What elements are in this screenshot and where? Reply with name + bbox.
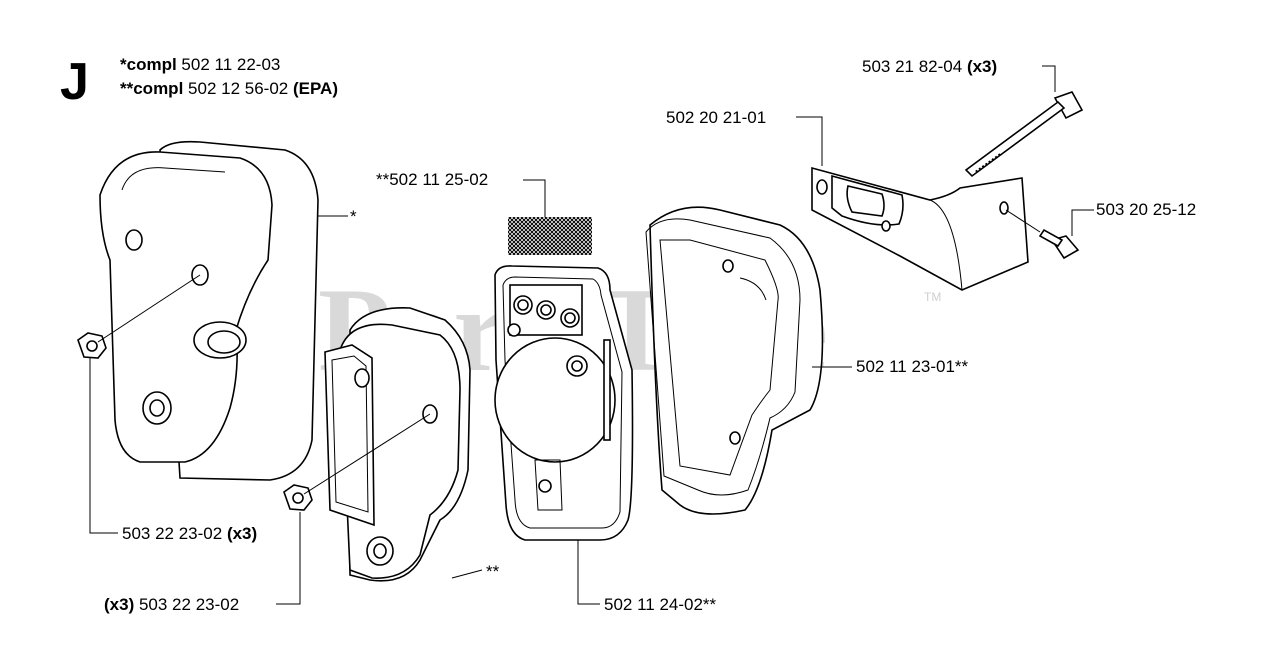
callout-bolt[interactable]: 503 21 82-04 (x3) bbox=[862, 58, 997, 75]
callout-nut-mid[interactable]: (x3) 503 22 23-02 bbox=[104, 596, 239, 613]
gasket-plate bbox=[494, 265, 634, 541]
callout-muffler-epa-mark[interactable]: ** bbox=[486, 562, 500, 581]
nut-mid bbox=[283, 484, 313, 511]
header-compl-epa-line: **compl 502 12 56-02 (EPA) bbox=[120, 80, 338, 97]
callout-bracket[interactable]: 502 20 21-01 bbox=[666, 108, 767, 127]
nut-left bbox=[77, 332, 107, 359]
muffler-compl bbox=[99, 140, 319, 481]
compl-prefix: *compl bbox=[120, 55, 177, 74]
callout-nut-left-qty: (x3) bbox=[226, 524, 258, 543]
watermark-trademark: TM bbox=[924, 290, 942, 304]
section-letter: J bbox=[60, 53, 89, 111]
compl-epa-prefix: **compl bbox=[120, 79, 184, 98]
callout-nut-left-number: 503 22 23-02 bbox=[122, 524, 223, 543]
compl-epa-number: 502 12 56-02 bbox=[188, 79, 289, 98]
callout-nut-mid-qty: (x3) bbox=[104, 595, 135, 614]
small-screw bbox=[1038, 228, 1080, 260]
callout-bolt-qty: (x3) bbox=[966, 57, 998, 76]
callout-gasket-plate[interactable]: 502 11 24-02** bbox=[604, 595, 717, 614]
muffler-epa bbox=[324, 307, 471, 582]
bracket bbox=[811, 166, 1029, 291]
callout-muffler-mark[interactable]: * bbox=[350, 207, 357, 226]
callout-nut-mid-number: 503 22 23-02 bbox=[138, 595, 240, 614]
spark-screen bbox=[508, 217, 592, 255]
leader-lines bbox=[89, 65, 1094, 605]
callout-screw[interactable]: 503 20 25-12 bbox=[1096, 200, 1197, 219]
long-bolt bbox=[964, 91, 1084, 178]
callout-screen[interactable]: **502 11 25-02 bbox=[376, 170, 489, 189]
header-compl-line: *compl 502 11 22-03 bbox=[120, 56, 280, 73]
cover-gasket bbox=[645, 206, 824, 515]
compl-number: 502 11 22-03 bbox=[181, 55, 281, 74]
callout-gasket-cover[interactable]: 502 11 23-01** bbox=[856, 357, 969, 376]
callout-nut-left[interactable]: 503 22 23-02 (x3) bbox=[122, 525, 257, 542]
compl-epa-suffix: (EPA) bbox=[292, 79, 338, 98]
callout-bolt-number: 503 21 82-04 bbox=[862, 57, 963, 76]
